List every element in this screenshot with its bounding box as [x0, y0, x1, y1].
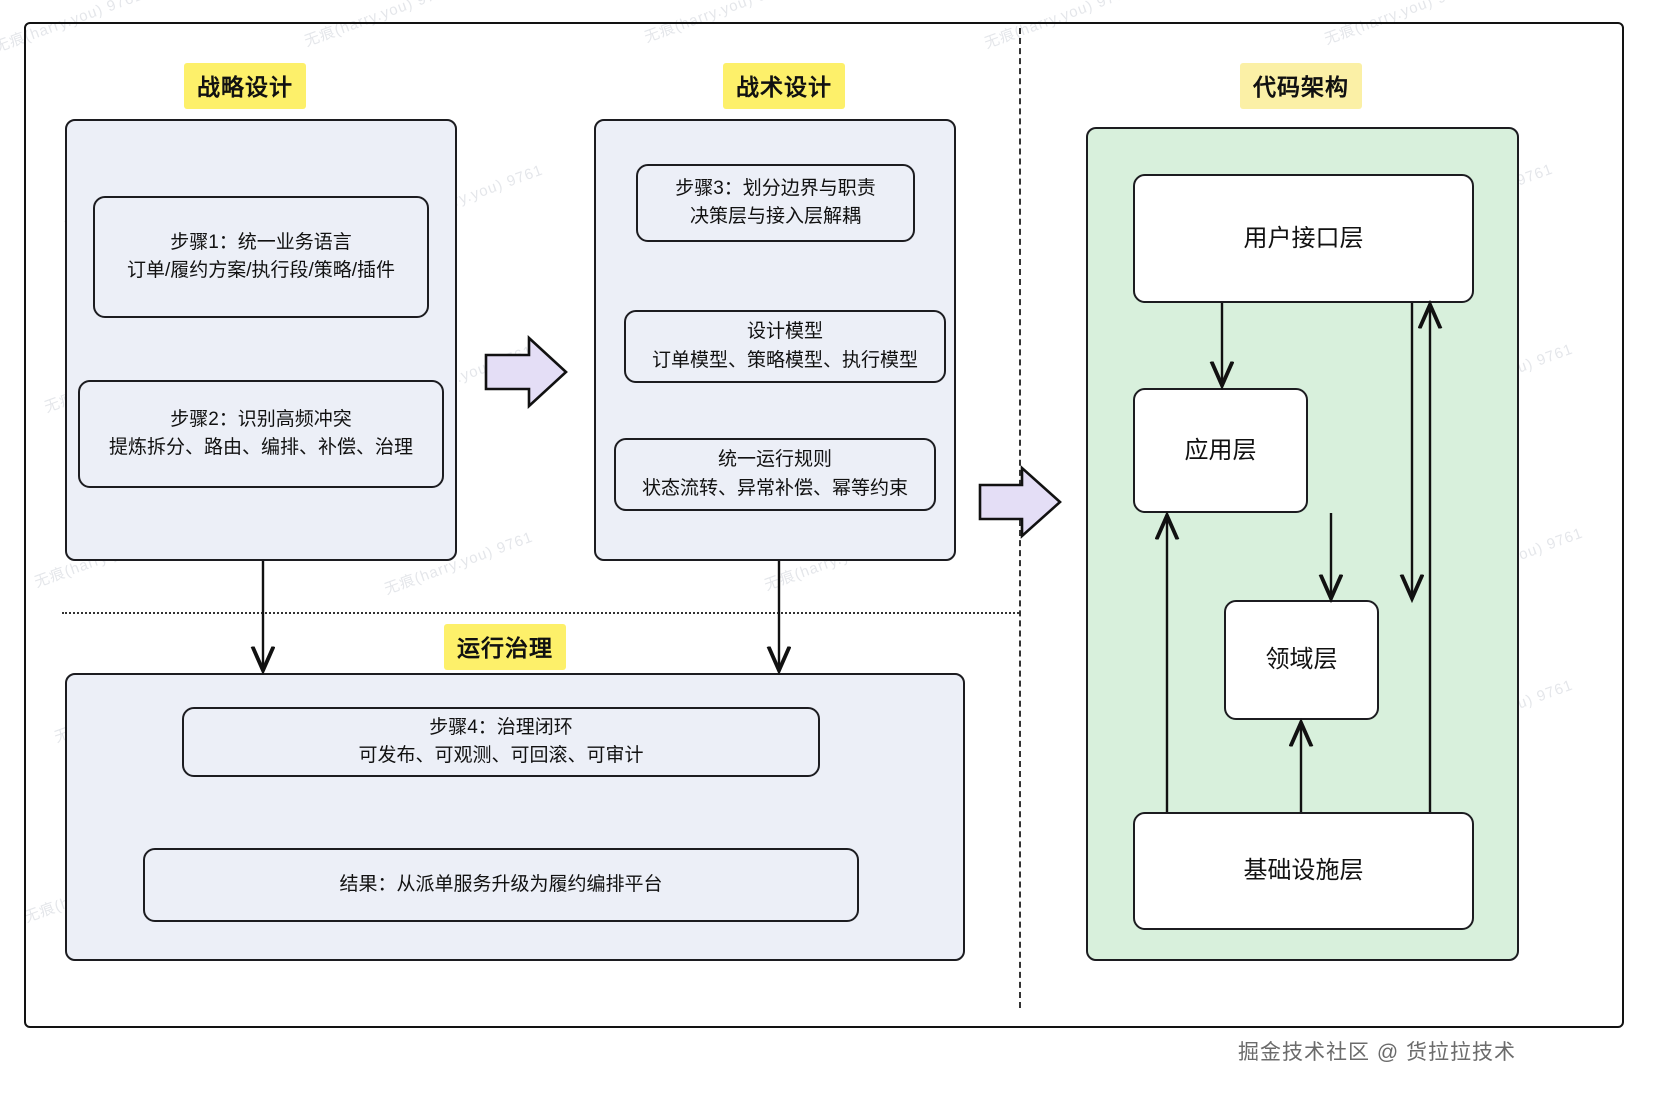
step-detail: 订单/履约方案/执行段/策略/插件 [126, 260, 396, 281]
vertical-divider [1019, 28, 1021, 1008]
step-detail: 状态流转、异常补偿、幂等约束 [641, 477, 908, 499]
step-detail: 订单模型、策略模型、执行模型 [651, 349, 918, 371]
layer-label: 应用层 [1184, 436, 1257, 464]
step-title: 步骤1：统一业务语言 [170, 231, 352, 253]
step-title: 步骤2：识别高频冲突 [170, 408, 352, 430]
tactical-design-model[interactable]: 设计模型 订单模型、策略模型、执行模型 [624, 310, 946, 383]
tactical-runtime-rules[interactable]: 统一运行规则 状态流转、异常补偿、幂等约束 [614, 438, 936, 511]
strategic-step-2[interactable]: 步骤2：识别高频冲突 提炼拆分、路由、编排、补偿、治理 [78, 380, 444, 488]
arch-layer-infrastructure[interactable]: 基础设施层 [1133, 812, 1474, 930]
arch-layer-ui[interactable]: 用户接口层 [1133, 174, 1474, 303]
layer-label: 领域层 [1265, 646, 1338, 674]
governance-result[interactable]: 结果：从派单服务升级为履约编排平台 [143, 848, 859, 922]
result-text: 结果：从派单服务升级为履约编排平台 [339, 873, 663, 895]
arch-layer-application[interactable]: 应用层 [1133, 388, 1308, 513]
panel-strategic [65, 119, 457, 561]
strategic-step-1[interactable]: 步骤1：统一业务语言 订单/履约方案/执行段/策略/插件 [93, 196, 429, 318]
layer-label: 基础设施层 [1243, 857, 1364, 885]
step-title: 步骤3：划分边界与职责 [675, 177, 876, 199]
step-title: 统一运行规则 [717, 449, 832, 470]
layer-label: 用户接口层 [1243, 224, 1364, 252]
arch-layer-domain[interactable]: 领域层 [1224, 600, 1379, 720]
section-title-architecture: 代码架构 [1240, 63, 1362, 109]
step-detail: 提炼拆分、路由、编排、补偿、治理 [108, 437, 413, 458]
step-detail: 可发布、可观测、可回滚、可审计 [358, 745, 644, 766]
section-title-tactical: 战术设计 [723, 63, 845, 109]
step-title: 设计模型 [746, 321, 823, 342]
horizontal-divider [62, 612, 1019, 614]
governance-step-4[interactable]: 步骤4：治理闭环 可发布、可观测、可回滚、可审计 [182, 707, 820, 777]
credit-text: 掘金技术社区 @ 货拉拉技术 [1238, 1041, 1516, 1064]
diagram-frame [24, 22, 1624, 1028]
step-title: 步骤4：治理闭环 [429, 716, 573, 738]
tactical-step-3[interactable]: 步骤3：划分边界与职责 决策层与接入层解耦 [636, 164, 915, 242]
section-title-governance: 运行治理 [444, 624, 566, 670]
step-detail: 决策层与接入层解耦 [689, 206, 861, 227]
section-title-strategic: 战略设计 [184, 63, 306, 109]
